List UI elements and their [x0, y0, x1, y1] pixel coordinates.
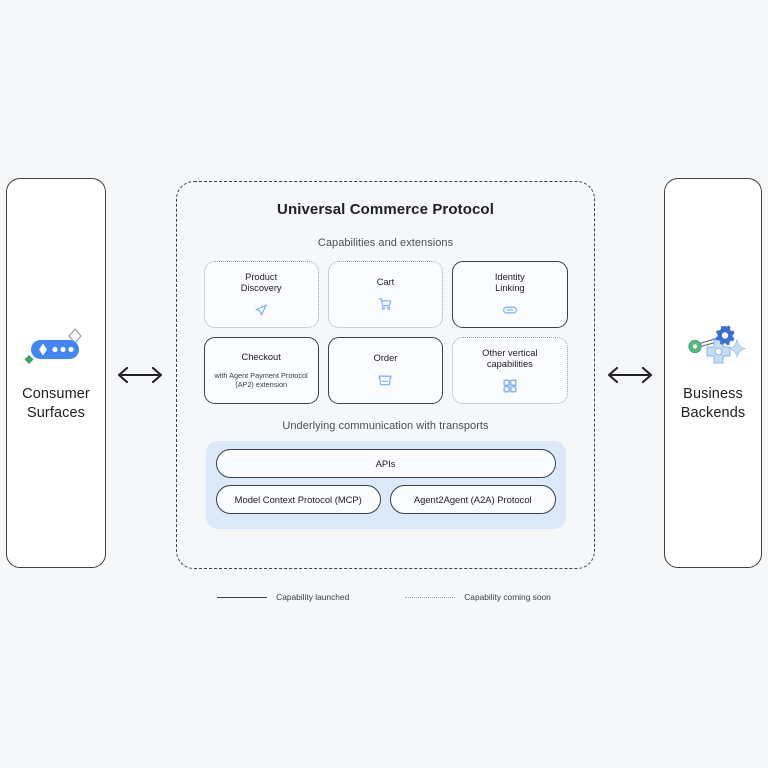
capability-title-line2: capabilities: [486, 359, 533, 369]
transport-pill-a2a[interactable]: Agent2Agent (A2A) Protocol: [390, 485, 556, 514]
consumer-surfaces-label-line1: Consumer: [22, 386, 90, 402]
page-title: Universal Commerce Protocol: [277, 201, 494, 218]
basket-icon: [377, 372, 393, 388]
capability-card-identity-linking[interactable]: Identity Linking: [452, 261, 568, 328]
capability-title-line2: Discovery: [240, 283, 282, 293]
capability-card-checkout[interactable]: Checkout with Agent Payment Protocol (AP…: [203, 337, 319, 404]
capabilities-caption: Capabilities and extensions: [317, 237, 454, 249]
universal-commerce-protocol-container: Universal Commerce Protocol Capabilities…: [176, 181, 595, 569]
capability-card-order[interactable]: Order: [327, 337, 444, 404]
business-backends-label-line1: Business: [683, 386, 743, 402]
consumer-surfaces-icon: [20, 323, 92, 375]
legend-label-coming-soon: Capability coming soon: [464, 592, 551, 602]
consumer-surfaces-label: Consumer Surfaces: [22, 385, 90, 423]
transport-protocol-row: Model Context Protocol (MCP) Agent2Agent…: [215, 485, 556, 514]
legend-item-coming-soon: Capability coming soon: [405, 592, 551, 602]
legend: Capability launched Capability coming so…: [0, 592, 768, 602]
navigation-arrow-icon: [253, 302, 269, 318]
capability-title-line1: Checkout: [241, 352, 281, 363]
consumer-surfaces-label-line2: Surfaces: [26, 405, 86, 421]
transport-pill-mcp[interactable]: Model Context Protocol (MCP): [215, 485, 381, 514]
legend-item-launched: Capability launched: [217, 592, 349, 602]
capability-title: Order: [374, 353, 398, 365]
capability-card-cart[interactable]: Cart: [327, 261, 444, 328]
transports-block: APIs Model Context Protocol (MCP) Agent2…: [205, 441, 566, 529]
business-backends-label-line2: Backends: [680, 405, 746, 421]
capability-subtitle: with Agent Payment Protocol (AP2) extens…: [214, 370, 308, 389]
legend-solid-line-icon: [217, 596, 268, 598]
link-icon: [502, 302, 518, 318]
capability-title-line1: Identity: [494, 271, 525, 282]
capability-title-line1: Other vertical: [482, 347, 538, 358]
capability-title-line1: Order: [373, 353, 398, 364]
business-backends-panel: Business Backends: [664, 178, 762, 568]
capability-card-product-discovery[interactable]: Product Discovery: [203, 261, 319, 328]
transport-pill-apis[interactable]: APIs: [215, 449, 556, 478]
capability-title: Checkout: [242, 352, 281, 364]
capability-title-line2: Linking: [495, 283, 525, 293]
capability-title: Product Discovery: [241, 272, 282, 295]
capabilities-grid: Product Discovery Cart: [203, 261, 568, 404]
legend-dotted-line-icon: [405, 596, 456, 598]
arrow-ucp-to-business: [602, 361, 658, 389]
legend-label-launched: Capability launched: [276, 592, 350, 602]
capability-title: Identity Linking: [495, 272, 525, 295]
capability-title: Cart: [377, 277, 395, 289]
capability-title-line1: Cart: [376, 277, 395, 288]
capability-title-line1: Product: [245, 271, 278, 282]
business-backends-icon: [677, 323, 749, 375]
business-backends-label: Business Backends: [681, 385, 745, 423]
consumer-surfaces-panel: Consumer Surfaces: [6, 178, 106, 568]
grid-icon: [502, 378, 518, 394]
shopping-cart-icon: [377, 296, 393, 312]
capability-card-other-vertical[interactable]: Other vertical capabilities: [452, 337, 568, 404]
transports-caption: Underlying communication with transports: [282, 420, 489, 432]
capability-title: Other vertical capabilities: [482, 348, 537, 371]
arrow-consumer-to-ucp: [112, 361, 168, 389]
